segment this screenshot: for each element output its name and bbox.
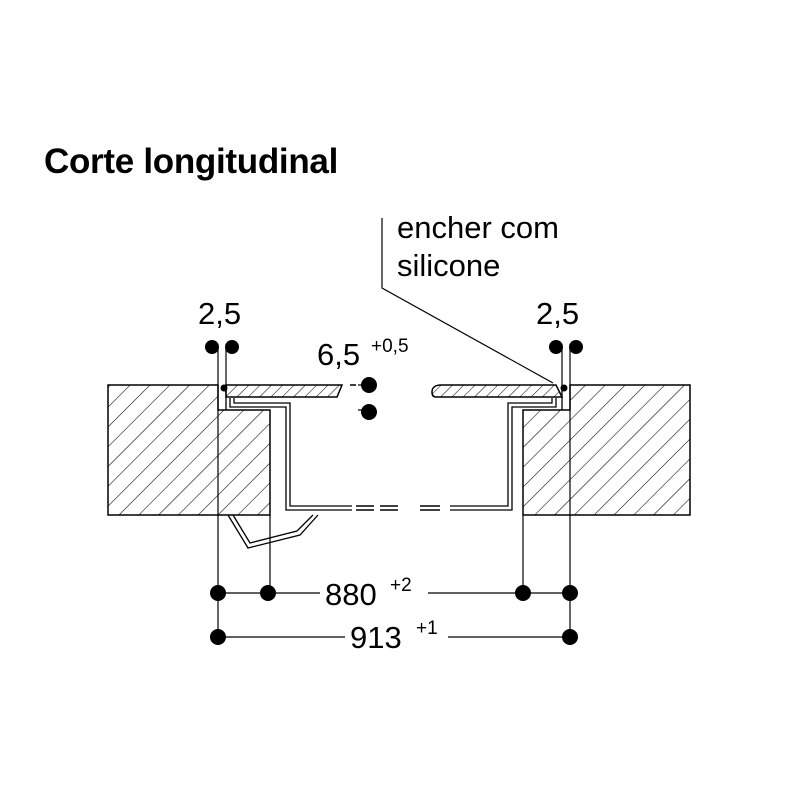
- cutout-tolerance-label: +2: [390, 575, 412, 596]
- dim-dot: [220, 384, 228, 392]
- dim-dot: [225, 340, 239, 354]
- gap-left-label: 2,5: [198, 296, 241, 331]
- depth-tolerance-label: +0,5: [371, 336, 409, 357]
- dim-dot: [361, 377, 377, 393]
- annotation-line-2: silicone: [397, 248, 500, 283]
- dim-dot: [569, 340, 583, 354]
- overall-value-label: 913: [350, 620, 402, 655]
- glass-plate-left: [225, 384, 344, 398]
- dim-dot: [560, 384, 568, 392]
- frame-left: [225, 385, 352, 549]
- glass-plate-right: [431, 384, 564, 398]
- break-lines: [350, 384, 440, 511]
- countertop-left: [107, 384, 271, 516]
- dimension-line-913: [210, 629, 578, 645]
- dimension-line-880: [210, 585, 578, 601]
- gap-right-label: 2,5: [536, 296, 579, 331]
- leader-line: [381, 218, 554, 384]
- dim-dot: [205, 340, 219, 354]
- page-title: Corte longitudinal: [44, 142, 339, 181]
- cutout-value-label: 880: [325, 577, 377, 612]
- countertop-right: [522, 384, 691, 516]
- annotation-line-1: encher com: [397, 210, 559, 245]
- dim-dot: [549, 340, 563, 354]
- depth-value-label: 6,5: [317, 337, 360, 372]
- overall-tolerance-label: +1: [416, 618, 438, 639]
- dim-dot: [361, 404, 377, 420]
